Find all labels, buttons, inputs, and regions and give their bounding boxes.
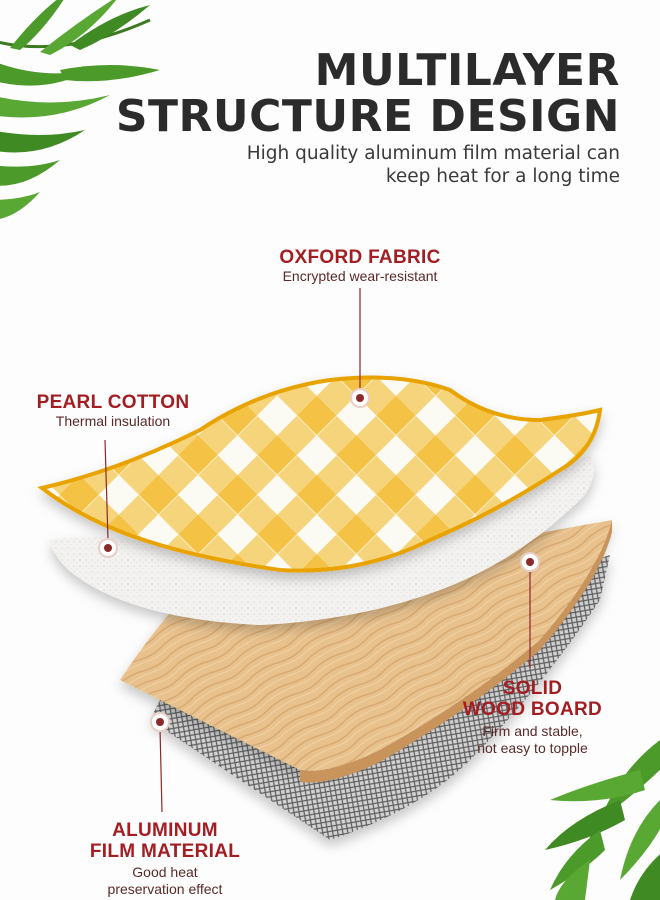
solid-wood-board-title-line-2: WOOD BOARD (462, 699, 603, 720)
aluminum-film-desc-line-2: preservation effect (107, 881, 223, 897)
subtitle-line-2: keep heat for a long time (385, 166, 620, 187)
pearl-cotton-layer (50, 455, 594, 625)
pearl-cotton-label: PEARL COTTON Thermal insulation (28, 392, 198, 430)
aluminum-leader-line (159, 727, 163, 813)
pearl-cotton-desc: Thermal insulation (55, 413, 171, 429)
oxford-fabric-layer (37, 375, 603, 573)
solid-wood-board-desc-line-2: not easy to topple (477, 740, 588, 756)
solid-wood-board-label: SOLID WOOD BOARD Firm and stable, not ea… (455, 678, 610, 757)
aluminum-film-title-line-1: ALUMINUM (112, 820, 218, 841)
palm-leaf-top-left-icon (0, 0, 160, 219)
palm-leaf-bottom-right-icon (545, 740, 660, 900)
solid-wood-board-desc-line-1: Firm and stable, (482, 723, 583, 739)
marker-dot-icon (350, 388, 370, 408)
marker-dot-icon (150, 712, 170, 732)
pearl-leader-line (104, 439, 109, 541)
page-subtitle: High quality aluminum film material can … (247, 142, 620, 188)
oxford-fabric-title: OXFORD FABRIC (279, 247, 441, 268)
pearl-cotton-title: PEARL COTTON (36, 392, 190, 413)
title-line-2: STRUCTURE DESIGN (115, 91, 620, 142)
title-line-1: MULTILAYER (314, 45, 620, 96)
aluminum-film-desc-line-1: Good heat (132, 864, 198, 880)
marker-dot-icon (98, 538, 118, 558)
oxford-fabric-label: OXFORD FABRIC Encrypted wear-resistant (255, 247, 465, 285)
subtitle-line-1: High quality aluminum film material can (246, 143, 620, 164)
oxford-fabric-desc: Encrypted wear-resistant (282, 268, 438, 284)
aluminum-film-label: ALUMINUM FILM MATERIAL Good heat preserv… (85, 820, 245, 898)
solid-wood-board-title-line-1: SOLID (502, 678, 563, 699)
page-title: MULTILAYER STRUCTURE DESIGN (116, 48, 620, 140)
marker-dot-icon (520, 552, 540, 572)
aluminum-film-title-line-2: FILM MATERIAL (89, 841, 241, 862)
